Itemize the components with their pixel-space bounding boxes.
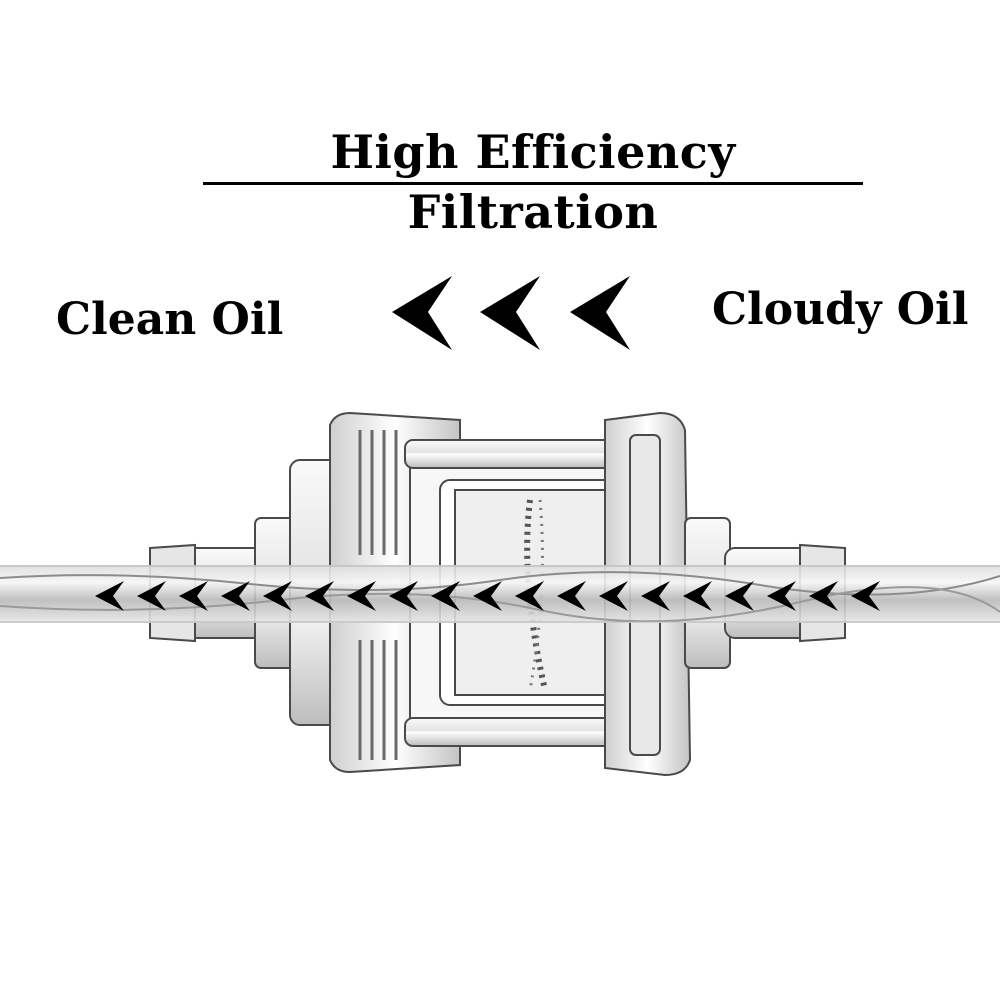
arrow-left-chevron-icon: [95, 581, 124, 611]
arrow-left-chevron-icon: [480, 276, 540, 350]
arrow-left-chevron-icon: [683, 581, 712, 611]
arrow-left-chevron-icon: [641, 581, 670, 611]
arrow-left-chevron-icon: [725, 581, 754, 611]
arrow-left-chevron-icon: [570, 276, 630, 350]
title-underline: [203, 182, 863, 185]
arrow-left-chevron-icon: [347, 581, 376, 611]
arrow-left-chevron-icon: [137, 581, 166, 611]
arrow-left-chevron-icon: [221, 581, 250, 611]
arrow-left-chevron-icon: [389, 581, 418, 611]
arrow-left-chevron-icon: [809, 581, 838, 611]
flow-arrows-small: [95, 581, 880, 611]
diagram-title: High Efficiency Filtration: [330, 125, 736, 239]
arrow-left-chevron-icon: [179, 581, 208, 611]
arrow-left-chevron-icon: [431, 581, 460, 611]
arrow-left-chevron-icon: [851, 581, 880, 611]
cloudy-oil-label: Cloudy Oil: [712, 284, 969, 335]
arrow-left-chevron-icon: [305, 581, 334, 611]
arrow-left-chevron-icon: [263, 581, 292, 611]
clean-oil-label: Clean Oil: [56, 294, 284, 345]
arrow-left-chevron-icon: [557, 581, 586, 611]
arrow-left-chevron-icon: [767, 581, 796, 611]
arrow-left-chevron-icon: [392, 276, 452, 350]
arrow-left-chevron-icon: [599, 581, 628, 611]
arrow-left-chevron-icon: [515, 581, 544, 611]
arrow-left-chevron-icon: [473, 581, 502, 611]
flow-arrows-large: [392, 276, 630, 350]
